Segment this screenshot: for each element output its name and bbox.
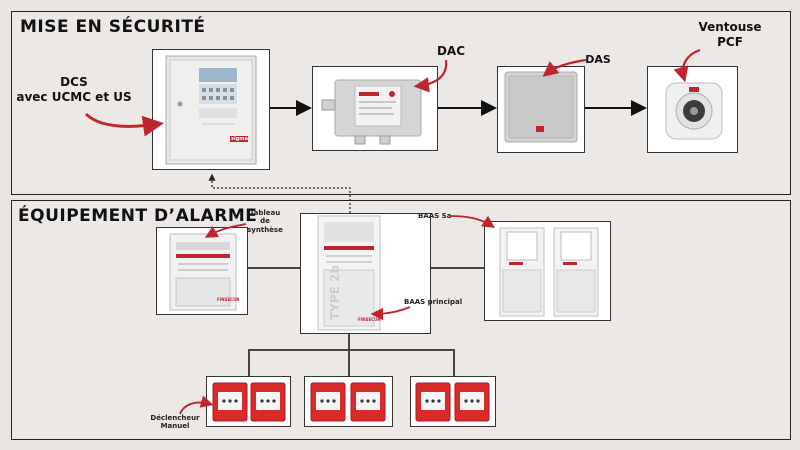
call-point-3-1 <box>415 382 451 422</box>
declencheur-label-line2: Manuel <box>160 422 190 431</box>
ventouse-label-line2: PCF <box>717 35 743 49</box>
callout-arrow-dac <box>413 59 448 93</box>
dcs-label: DCS avec UCMC et US <box>14 75 134 105</box>
callout-arrow-das <box>542 58 587 77</box>
call-point-2-2 <box>350 382 386 422</box>
tableau-synthese-label-line1: Tableau de <box>249 209 281 226</box>
baas-sa-label: BAAS Sa <box>418 212 452 220</box>
dcs-label-line1: DCS <box>60 75 88 89</box>
wire-bus-horizontal <box>248 349 454 351</box>
call-point-1-1 <box>212 382 248 422</box>
callout-arrow-baas-sa <box>449 215 495 228</box>
baas-principal-finsecur-mark: FINSECUR <box>358 317 381 322</box>
wire-baas-sa <box>431 267 485 269</box>
declencheur-label: Déclencheur Manuel <box>150 414 200 431</box>
tableau-synthese-label-line2: synthèse <box>247 225 283 234</box>
callout-arrow-dcs <box>84 112 164 137</box>
wire-baas-down <box>348 334 350 350</box>
ventouse-label: Ventouse PCF <box>690 20 770 50</box>
tableau-finsecur-mark: FINSECUR <box>217 297 240 302</box>
wire-drop-2 <box>348 349 350 376</box>
wire-tableau-baas <box>248 267 300 269</box>
dotted-link-baas-to-dcs <box>208 173 351 213</box>
dac-label: DAC <box>436 44 466 58</box>
mise-en-securite-title: MISE EN SÉCURITÉ <box>20 17 206 37</box>
equipement-alarme-title: ÉQUIPEMENT D’ALARME <box>18 206 258 226</box>
dcs-label-line2: avec UCMC et US <box>16 90 132 104</box>
wire-drop-3 <box>453 349 455 376</box>
callout-arrow-declencheur <box>179 395 214 415</box>
call-point-2-1 <box>310 382 346 422</box>
tableau-synthese-label: Tableau de synthèse <box>244 209 286 234</box>
baas-principal-label: BAAS principal <box>404 298 463 306</box>
ventouse-label-line1: Ventouse <box>698 20 762 34</box>
wire-drop-1 <box>248 349 250 376</box>
callout-arrow-ventouse <box>673 48 701 83</box>
declencheur-label-line1: Déclencheur <box>150 414 200 422</box>
cabinet-brand-mark: sigma <box>231 136 248 142</box>
das-label: DAS <box>585 53 611 66</box>
callout-arrow-baas-principal <box>370 306 411 321</box>
call-point-3-2 <box>454 382 490 422</box>
callout-arrow-tableau <box>204 223 247 238</box>
call-point-1-2 <box>250 382 286 422</box>
